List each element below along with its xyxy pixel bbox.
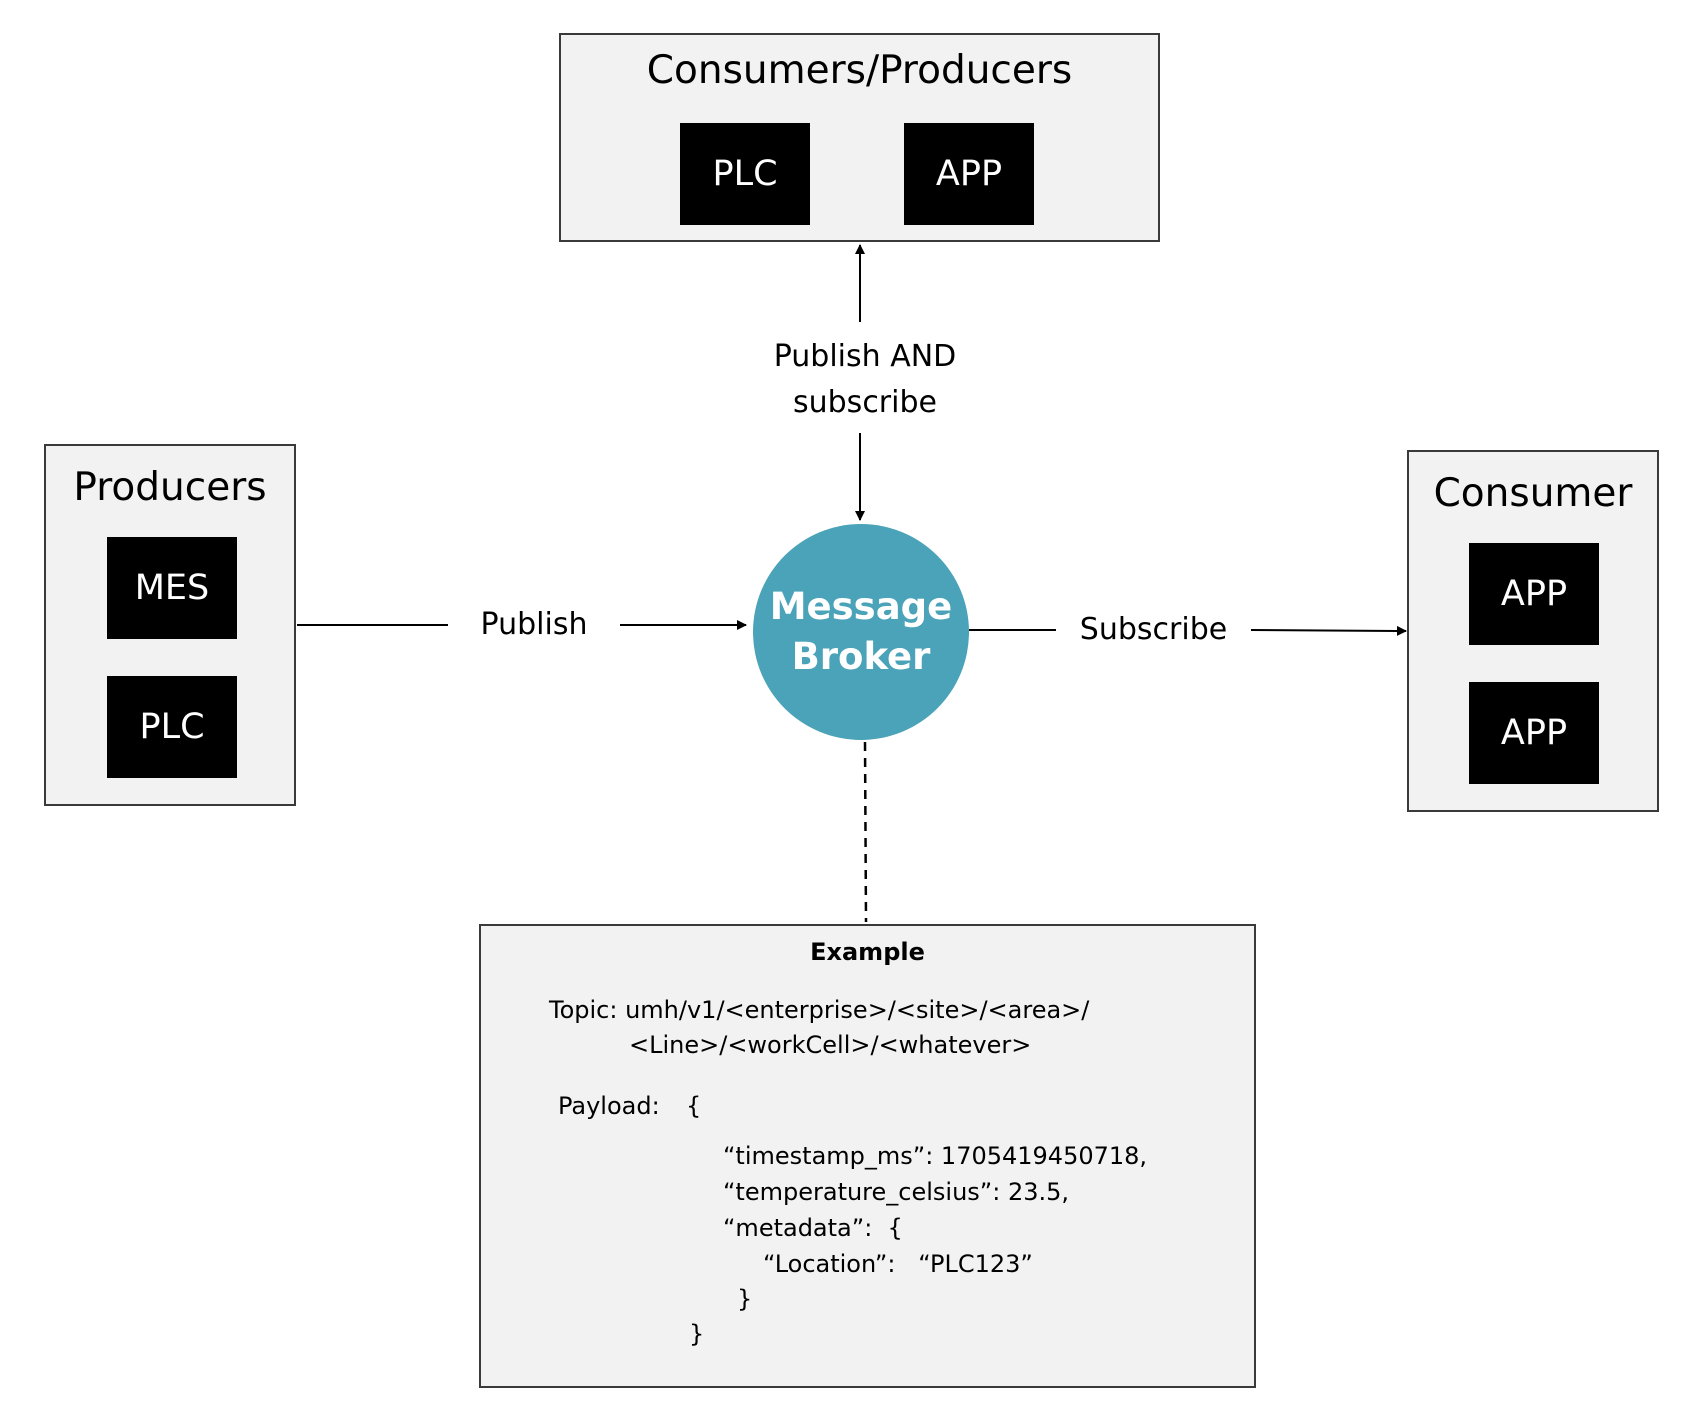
broker-label-line1: Message: [769, 585, 953, 628]
payload-inner-close-brace: }: [737, 1285, 753, 1313]
message-broker-node: Message Broker: [753, 524, 969, 740]
subscribe-arrow: [1250, 625, 1407, 636]
pub-sub-label: Publish AND subscribe: [740, 334, 990, 426]
topic-line-1: Topic: umh/v1/<enterprise>/<site>/<area>…: [549, 996, 1090, 1024]
app-node: APP: [1469, 543, 1599, 645]
payload-location: “Location”: “PLC123”: [763, 1250, 1033, 1278]
pub-sub-label-line1: Publish AND: [773, 339, 957, 374]
mes-node: MES: [107, 537, 237, 639]
payload-metadata: “metadata”: {: [723, 1214, 903, 1242]
producers-title: Producers: [73, 465, 267, 510]
payload-outer-close-brace: }: [689, 1320, 705, 1348]
app-node: APP: [904, 123, 1034, 225]
topic-line-2: <Line>/<workCell>/<whatever>: [629, 1031, 1032, 1059]
consumers-producers-group: Consumers/Producers PLC APP: [559, 33, 1160, 242]
consumer-title: Consumer: [1433, 471, 1633, 516]
publish-label: Publish: [480, 607, 588, 642]
payload-temperature: “temperature_celsius”: 23.5,: [723, 1178, 1070, 1206]
example-title: Example: [810, 938, 925, 966]
payload-open-brace: {: [686, 1092, 702, 1120]
producers-group: Producers MES PLC: [44, 444, 296, 806]
example-dashed-link: [863, 741, 868, 923]
example-box: Example Topic: umh/v1/<enterprise>/<site…: [479, 924, 1256, 1388]
broker-label-line2: Broker: [791, 635, 931, 678]
subscribe-label: Subscribe: [1079, 612, 1228, 647]
payload-timestamp: “timestamp_ms”: 1705419450718,: [723, 1142, 1148, 1170]
consumers-producers-title: Consumers/Producers: [646, 48, 1073, 93]
consumer-group: Consumer APP APP: [1407, 450, 1659, 812]
payload-label: Payload:: [558, 1092, 660, 1120]
plc-node: PLC: [680, 123, 810, 225]
app-node: APP: [1469, 682, 1599, 784]
pub-sub-label-line2: subscribe: [793, 385, 937, 420]
plc-node: PLC: [107, 676, 237, 778]
